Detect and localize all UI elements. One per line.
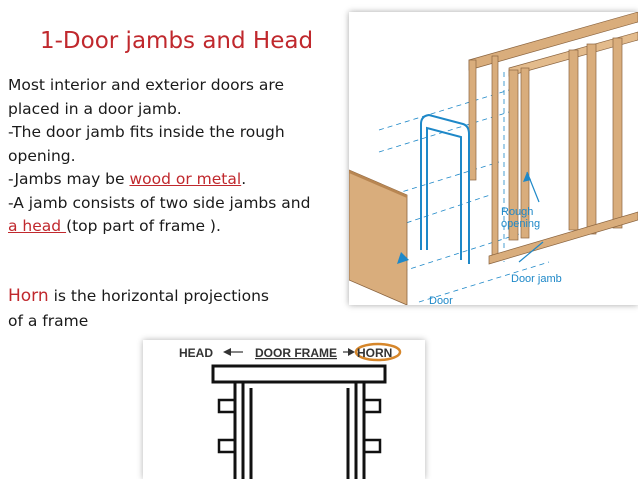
door-jamb-outline (420, 113, 470, 264)
wood-or-metal-link[interactable]: wood or metal (129, 170, 242, 188)
plywood-sheet (348, 169, 408, 306)
horn-term: Horn (8, 286, 49, 306)
text-fragment: (top part of frame ). (66, 217, 221, 235)
slide-title: 1-Door jambs and Head (40, 28, 314, 54)
horn-arrow-head (348, 348, 355, 356)
text-fragment: -Jambs may be (8, 170, 130, 188)
horn-definition-text: is the horizontal projections (48, 287, 269, 305)
door-frame-label: DOOR FRAME (255, 346, 337, 360)
wall-ties (217, 398, 382, 454)
paragraph-line-head: a head (top part of frame ). (8, 215, 353, 239)
paragraph-line: -A jamb consists of two side jambs and (8, 193, 311, 212)
rough-opening-label-2: opening (501, 218, 540, 230)
a-head-link[interactable]: a head (8, 217, 67, 235)
door-jamb-label: Door jamb (511, 273, 562, 285)
horn-highlight (354, 342, 402, 362)
text-fragment: . (241, 170, 247, 188)
framing-illustration: Rough opening Door jamb Door (348, 11, 638, 307)
horn-line: Horn is the horizontal projections (8, 284, 348, 309)
horn-label: HORN (357, 346, 392, 360)
body-paragraph: Most interior and exterior doors are pla… (8, 74, 353, 239)
frame-jambs (233, 382, 366, 479)
wall-studs (468, 37, 623, 257)
paragraph-line: placed in a door jamb. (8, 99, 182, 118)
door-label-partial: Door (429, 295, 453, 305)
framing-drawing: Rough opening Door jamb Door (348, 11, 638, 307)
arrow-head-rough (523, 172, 531, 182)
door-frame-drawing: HEAD DOOR FRAME HORN (179, 342, 402, 479)
paragraph-line-jamb-materials: -Jambs may be wood or metal. (8, 168, 353, 192)
horn-line: of a frame (8, 312, 89, 330)
paragraph-line: -The door jamb fits inside the rough (8, 123, 285, 141)
paragraph-line: opening. (8, 146, 76, 165)
arrow-head-left (397, 252, 409, 264)
plywood-edge (349, 170, 407, 198)
rough-opening-label-1: Rough (501, 206, 533, 218)
horn-definition: Horn is the horizontal projections of a … (8, 284, 348, 334)
head-label: HEAD (179, 346, 213, 360)
frame-head (211, 364, 387, 384)
paragraph-line: Most interior and exterior doors are (8, 76, 284, 94)
head-arrow-head (223, 348, 231, 356)
bottom-plate (488, 211, 638, 265)
door-frame-diagram: HEAD DOOR FRAME HORN (143, 340, 425, 479)
